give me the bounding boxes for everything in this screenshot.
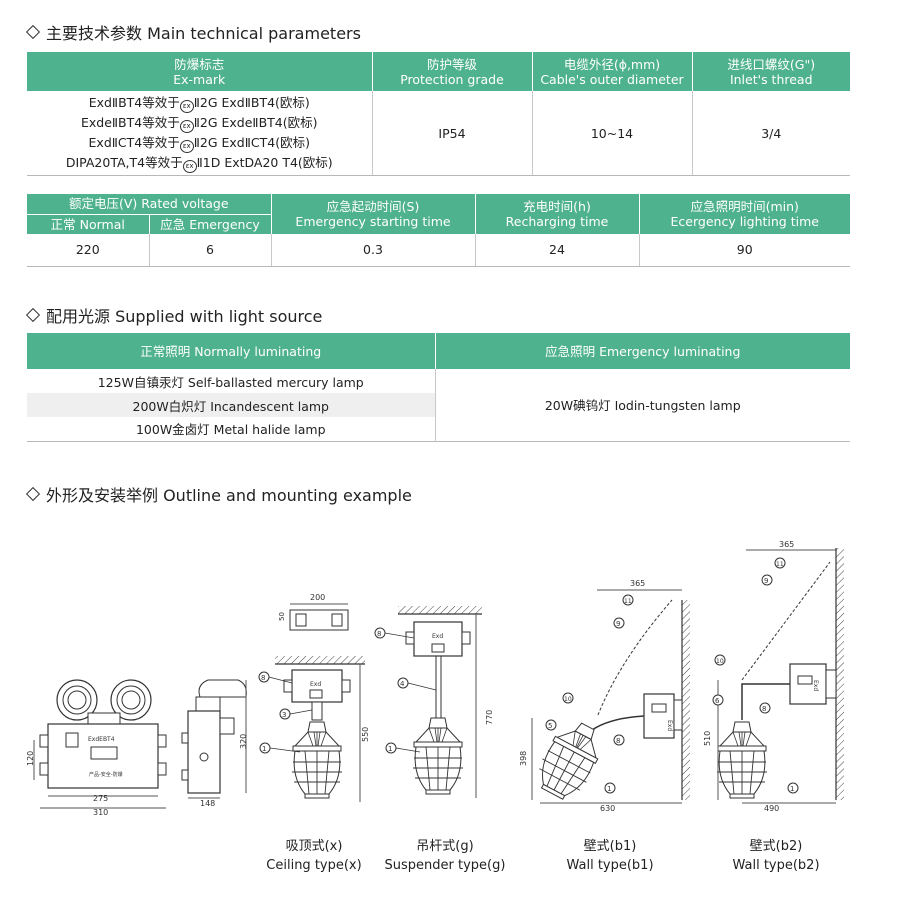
ex-symbol-icon: εx (179, 140, 194, 153)
b2-box-label: Exd (812, 680, 819, 691)
th-inlet-thread: 进线口螺纹(G")Inlet's thread (691, 52, 850, 91)
part-callout: 4 (400, 680, 405, 688)
part-callout: 11 (776, 561, 784, 568)
protection-grade-value: IP54 (371, 91, 532, 176)
part-callout: 9 (764, 577, 768, 585)
lighting-time-value: 90 (638, 234, 850, 267)
ex-symbol-icon: εx (182, 160, 197, 173)
wall-b2-drawing: 365 Exd 510 490 11 9 10 6 8 1 (703, 540, 844, 813)
part-callout: 8 (261, 674, 265, 682)
part-callout: 3 (282, 711, 286, 719)
dim-b2-top: 365 (779, 540, 794, 549)
dim-b2-bottom: 490 (764, 804, 779, 813)
emergency-voltage-value: 6 (148, 234, 271, 267)
dim-side-height: 320 (239, 734, 248, 749)
part-callout: 9 (616, 620, 620, 628)
recharging-time-value: 24 (474, 234, 639, 267)
b1-box-label: Exd (666, 720, 673, 731)
part-callout: 8 (762, 705, 766, 713)
th-normal: 正常 Normal (27, 214, 149, 234)
dim-side-depth: 148 (200, 799, 215, 808)
th-rated-voltage: 额定电压(V) Rated voltage (27, 194, 271, 215)
light-source-table: 正常照明 Normally luminating 应急照明 Emergency … (27, 333, 850, 442)
ceiling-box-label: Exd (310, 681, 321, 688)
normal-lamp-row: 100W金卤灯 Metal halide lamp (135, 422, 326, 438)
dim-front-outer: 310 (93, 808, 108, 817)
inlet-thread-value: 3/4 (691, 91, 850, 176)
part-callout: 1 (607, 785, 611, 793)
th-starting-time: 应急起动时间(S)Emergency starting time (270, 194, 475, 234)
voltage-table: 额定电压(V) Rated voltage 应急起动时间(S)Emergency… (27, 194, 850, 267)
part-callout: 8 (377, 630, 381, 638)
ex-symbol-icon: εx (179, 100, 194, 113)
caption-wall-b1: 壁式(b1) Wall type(b1) (566, 839, 654, 873)
dim-b2-height: 510 (703, 731, 712, 746)
dim-ceiling-width: 200 (310, 593, 325, 602)
th-emergency-lighting: 应急照明 Emergency luminating (434, 333, 850, 369)
part-callout: 10 (716, 658, 724, 665)
starting-time-value: 0.3 (270, 234, 475, 267)
dim-b1-height: 398 (519, 751, 528, 766)
th-cable-diameter: 电缆外径(ϕ,mm)Cable's outer diameter (531, 52, 692, 91)
part-callout: 1 (790, 785, 794, 793)
suspender-box-label: Exd (432, 633, 443, 640)
th-recharging-time: 充电时间(h)Recharging time (474, 194, 639, 234)
normal-lamp-row: 200W白炽灯 Incandescent lamp (27, 393, 435, 417)
part-callout: 1 (262, 745, 266, 753)
part-callout: 1 (388, 745, 392, 753)
dim-ceiling-h: 50 (278, 612, 286, 621)
caption-wall-b2: 壁式(b2) Wall type(b2) (732, 839, 820, 873)
section-title-light-source: 配用光源 Supplied with light source (25, 303, 322, 327)
side-view-drawing: 320 148 (181, 679, 248, 808)
part-callout: 6 (715, 697, 720, 705)
caption-suspender: 吊杆式(g) Suspender type(g) (384, 839, 506, 873)
section-title-main-params: 主要技术参数 Main technical parameters (25, 20, 361, 44)
emergency-lamp-value: 20W碘钨灯 Iodin-tungsten lamp (434, 369, 850, 441)
part-callout: 8 (616, 737, 620, 745)
suspender-type-drawing: Exd 770 8 4 1 (374, 606, 494, 798)
front-tag-label: 产品-安全-防爆 (89, 771, 123, 778)
th-normal-lighting: 正常照明 Normally luminating (27, 333, 435, 369)
wall-b1-drawing: 365 Exd 398 630 11 9 10 5 8 1 (519, 579, 690, 813)
dim-b1-bottom: 630 (600, 804, 615, 813)
th-lighting-time: 应急照明时间(min)Ecergency lighting time (638, 194, 850, 234)
dim-ceiling-total: 550 (361, 727, 370, 742)
th-emergency: 应急 Emergency (148, 214, 271, 234)
front-view-drawing: ExdEBT4 产品-安全-防爆 120 275 310 (26, 679, 167, 817)
cable-diameter-value: 10~14 (531, 91, 692, 176)
part-callout: 10 (564, 696, 572, 703)
section-title-outline: 外形及安装举例 Outline and mounting example (25, 482, 412, 506)
part-callout: 5 (548, 722, 552, 730)
part-callout: 11 (624, 598, 632, 605)
dim-front-inner: 275 (93, 794, 108, 803)
dim-suspender-total: 770 (485, 710, 494, 725)
dim-front-height: 120 (26, 751, 35, 766)
normal-voltage-value: 220 (27, 234, 149, 267)
front-plate-label: ExdEBT4 (88, 736, 115, 743)
ex-symbol-icon: εx (179, 120, 194, 133)
caption-ceiling: 吸顶式(x) Ceiling type(x) (266, 839, 362, 873)
normal-lamp-row: 125W自镇汞灯 Self-ballasted mercury lamp (97, 374, 364, 390)
dim-b1-top: 365 (630, 579, 645, 588)
ceiling-type-drawing: 200 50 Exd 550 8 3 1 (258, 593, 370, 802)
